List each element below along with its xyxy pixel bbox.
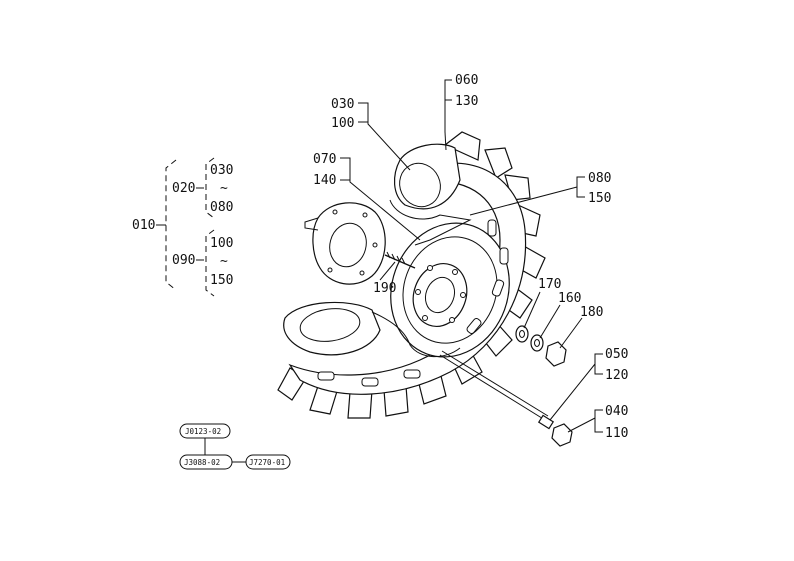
callout-labels: 060 130 030 100 070 140 080 150 190 170 … [313,73,628,441]
hub-bolt-holes [415,265,466,323]
callout-080: 080 [588,171,611,186]
rim-slots [317,219,509,387]
ref-code-3: J7270-01 [249,458,285,467]
callout-060: 060 [455,73,478,88]
callout-140: 140 [313,173,336,188]
ref-code-1: J0123-02 [185,427,221,436]
tree-a-top: 030 [210,163,233,178]
callout-190: 190 [373,281,396,296]
long-bolt [439,350,549,421]
tree-a-bot: 080 [210,200,233,215]
callout-110: 110 [605,426,628,441]
tree-a-sep: ~ [220,181,228,196]
tree-b-bot: 150 [210,273,233,288]
callout-130: 130 [455,94,478,109]
callout-160: 160 [558,291,581,306]
tree-b-sep: ~ [220,254,228,269]
tree-root-label: 010 [132,218,155,233]
callout-030: 030 [331,97,354,112]
tree-a-label: 020 [172,181,195,196]
callout-150: 150 [588,191,611,206]
tree-b-top: 100 [210,236,233,251]
assembly-tree: 010 020 030 ~ 080 090 100 ~ 150 [132,157,233,297]
callout-120: 120 [605,368,628,383]
callout-040: 040 [605,404,628,419]
ref-code-2: J3088-02 [184,458,220,467]
leader-lines [340,79,603,433]
reference-codes: J0123-02 J3088-02 J7270-01 [179,423,291,470]
cap-nut [551,423,573,447]
callout-070: 070 [313,152,336,167]
wheel-assembly-drawing [277,131,573,447]
tree-b-label: 090 [172,253,195,268]
callout-170: 170 [538,277,561,292]
callout-180: 180 [580,305,603,320]
hex-nut [545,341,567,367]
callout-100: 100 [331,116,354,131]
callout-050: 050 [605,347,628,362]
